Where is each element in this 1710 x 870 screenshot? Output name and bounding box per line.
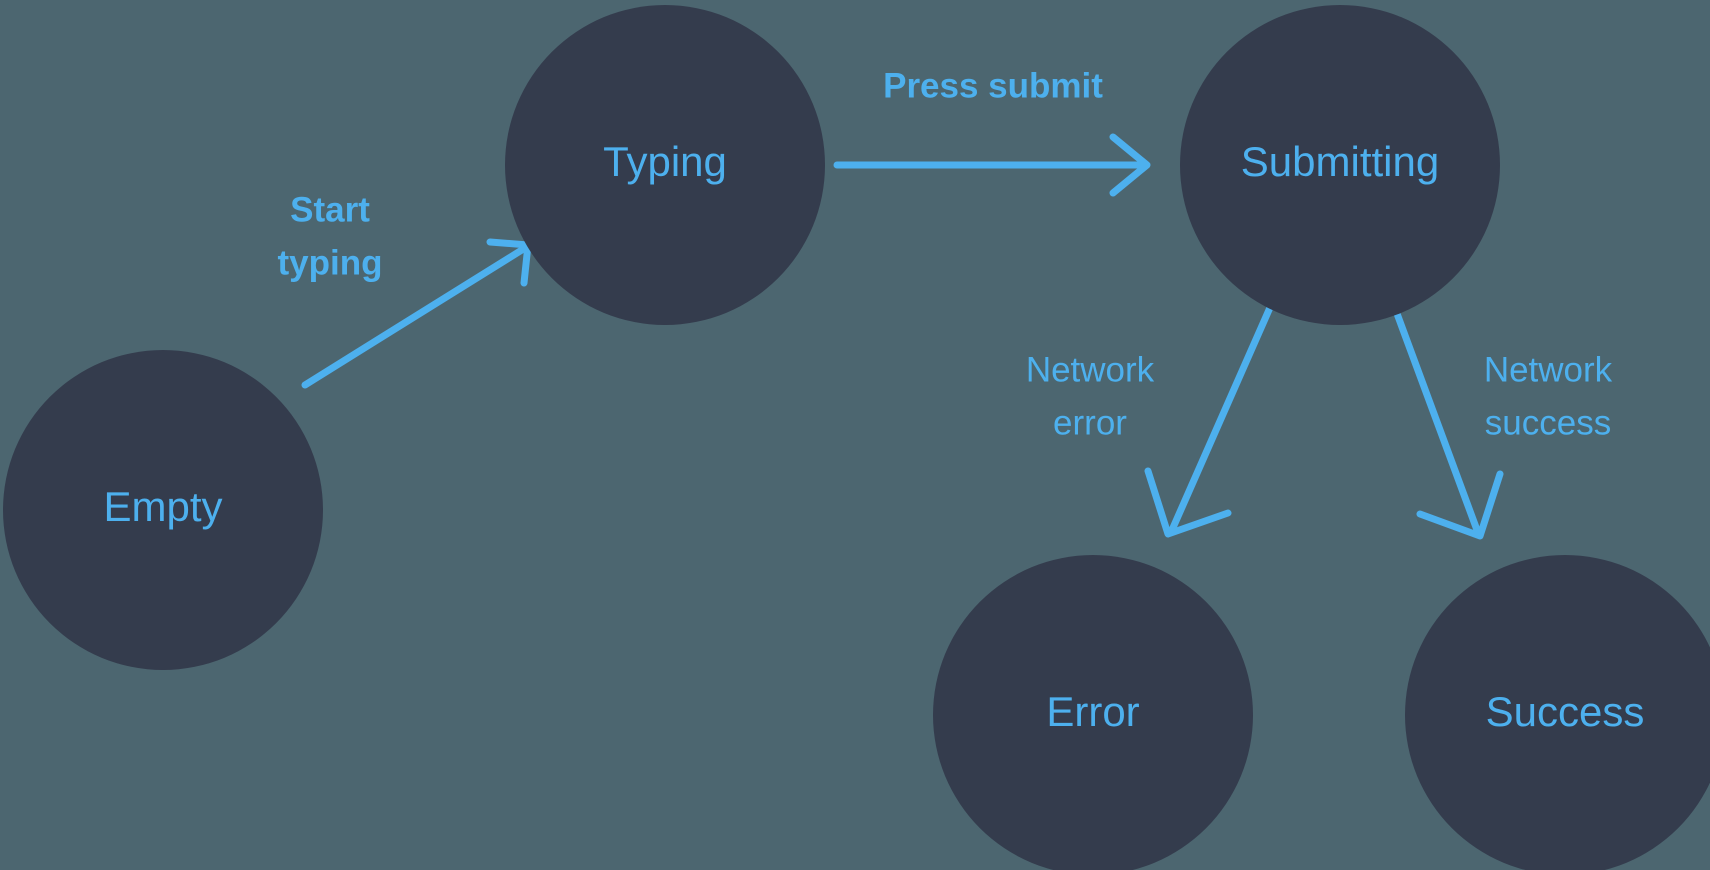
edge-label-press-submit: Press submit [883,66,1103,105]
edge-label-network-success-line2: success [1485,403,1611,442]
node-success[interactable]: Success [1405,555,1710,870]
node-submitting-label: Submitting [1241,138,1439,185]
edge-label-network-success-line1: Network [1484,350,1613,389]
node-success-circle [1405,555,1710,870]
edge-label-network-error-line2: error [1053,403,1127,442]
edge-network-success[interactable] [1385,288,1504,540]
edge-label-start-typing-line2: typing [278,243,383,282]
edge-press-submit-arrowhead [1109,133,1151,197]
node-success-label: Success [1486,688,1645,735]
edge-label-network-error-line1: Network [1026,350,1155,389]
edge-network-success-line [1385,288,1481,534]
edge-start-typing-line [301,244,529,389]
edge-label-start-typing-line1: Start [290,190,370,229]
node-error-circle [933,555,1253,870]
edge-network-error[interactable] [1144,299,1276,538]
node-typing-circle [505,5,825,325]
edge-network-success-arrowhead [1416,470,1504,540]
node-typing[interactable]: Typing [505,5,825,325]
edge-network-error-arrowhead [1144,467,1232,538]
node-typing-label: Typing [603,138,727,185]
node-error-label: Error [1046,688,1139,735]
node-submitting[interactable]: Submitting [1180,5,1500,325]
edge-press-submit[interactable] [833,133,1151,197]
node-error[interactable]: Error [933,555,1253,870]
node-empty-label: Empty [103,483,222,530]
edge-network-error-line [1168,299,1276,534]
node-empty-circle [3,350,323,670]
node-empty[interactable]: Empty [3,350,323,670]
node-submitting-circle [1180,5,1500,325]
